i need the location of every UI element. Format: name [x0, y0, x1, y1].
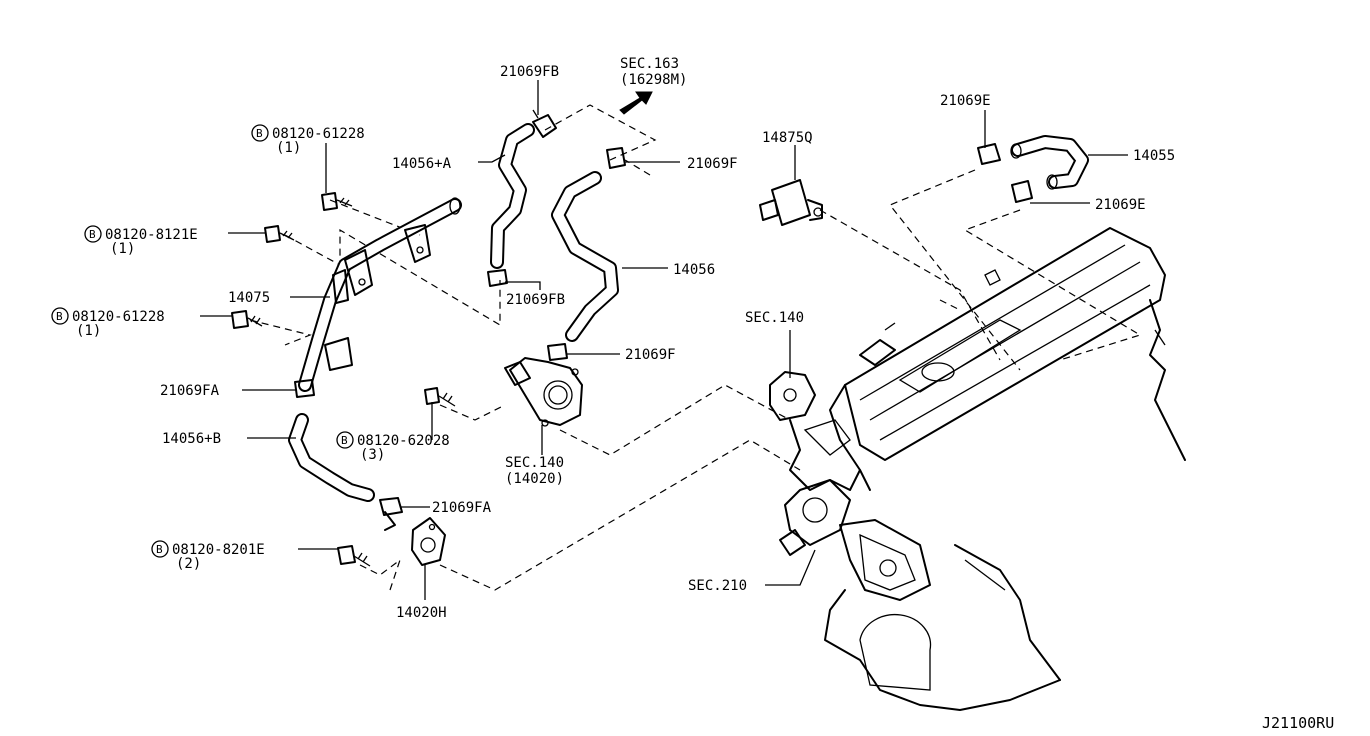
- label-14875q: 14875Q: [762, 130, 813, 146]
- label-bolt-qty-d: (3): [360, 447, 385, 463]
- sensor-14875q: [759, 179, 823, 226]
- part-labels: 21069FB SEC.163 (16298M) 21069E 08120-61…: [72, 56, 1334, 732]
- label-sec163: SEC.163: [620, 56, 679, 72]
- label-14056: 14056: [673, 262, 715, 278]
- water-outlet: [504, 357, 583, 427]
- label-bolt-qty-b: (1): [110, 241, 135, 257]
- label-14056b: 14056+B: [162, 431, 221, 447]
- label-21069fb-low: 21069FB: [506, 292, 565, 308]
- svg-text:B: B: [256, 127, 263, 140]
- bolt-marker-3: B: [51, 307, 69, 325]
- engine-illustration: [769, 227, 1186, 711]
- bolt-marker-2: B: [84, 225, 102, 243]
- routing-lines: [249, 104, 1142, 591]
- svg-text:B: B: [56, 310, 63, 323]
- svg-text:B: B: [156, 543, 163, 556]
- bolt-marker-1: B: [251, 124, 269, 142]
- label-sec210: SEC.210: [688, 578, 747, 594]
- bolt-marker-4: B: [336, 431, 354, 449]
- label-bolt-qty-a: (1): [276, 140, 301, 156]
- hoses: [288, 123, 1089, 502]
- label-sec140-ref: (14020): [505, 471, 564, 487]
- label-bolt-08120-8201e: 08120-8201E: [172, 542, 265, 558]
- label-21069fa-low: 21069FA: [432, 500, 492, 516]
- label-14056a: 14056+A: [392, 156, 452, 172]
- label-21069f-low: 21069F: [625, 347, 676, 363]
- label-21069e-top: 21069E: [940, 93, 991, 109]
- leader-lines: [200, 80, 1128, 600]
- clamps: [294, 109, 1033, 531]
- svg-text:B: B: [341, 434, 348, 447]
- label-sec140-right: SEC.140: [745, 310, 804, 326]
- label-bolt-08120-61228-a: 08120-61228: [272, 126, 365, 142]
- label-bolt-qty-e: (2): [176, 556, 201, 572]
- bolts: [231, 192, 456, 567]
- label-bolt-08120-8121e: 08120-8121E: [105, 227, 198, 243]
- label-sec163-ref: (16298M): [620, 72, 687, 88]
- label-14020h: 14020H: [396, 605, 447, 621]
- label-21069fa-top: 21069FA: [160, 383, 220, 399]
- fitting-14020h: [411, 517, 446, 566]
- label-sec140-center: SEC.140: [505, 455, 564, 471]
- label-21069f-top: 21069F: [687, 156, 738, 172]
- label-bolt-qty-c: (1): [76, 323, 101, 339]
- label-bolt-08120-61228-b: 08120-61228: [72, 309, 165, 325]
- label-21069e-low: 21069E: [1095, 197, 1146, 213]
- bolt-marker-5: B: [151, 540, 169, 558]
- sec163-arrow: [619, 91, 653, 115]
- diagram-id: J21100RU: [1262, 714, 1334, 732]
- label-21069fb-top: 21069FB: [500, 64, 559, 80]
- label-14055: 14055: [1133, 148, 1175, 164]
- label-14075: 14075: [228, 290, 270, 306]
- svg-text:B: B: [89, 228, 96, 241]
- label-bolt-08120-62028: 08120-62028: [357, 433, 450, 449]
